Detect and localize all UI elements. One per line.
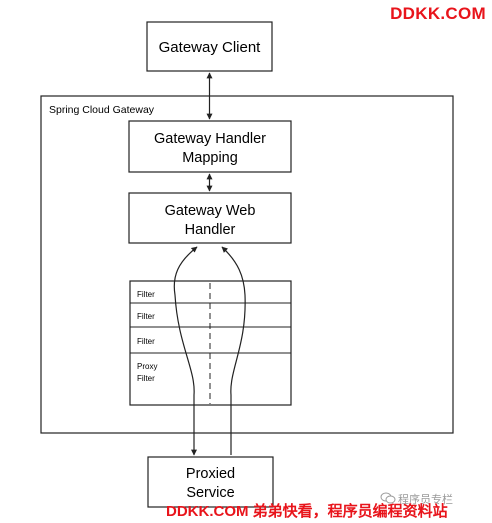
request-flow-path (173, 246, 198, 456)
web-handler-label-line1: Gateway Web (165, 203, 256, 219)
watermark-bottom: DDKK.COM 弟弟快看，程序员编程资料站 (166, 503, 448, 520)
spring-cloud-gateway-container: Spring Cloud Gateway (40, 95, 454, 434)
handler-mapping-label-line1: Gateway Handler (154, 131, 266, 147)
watermark-small: 程序员专栏 (398, 493, 453, 506)
gateway-container-title: Spring Cloud Gateway (49, 104, 155, 116)
proxied-service-label-line2: Service (186, 485, 234, 501)
response-flow-path (221, 246, 246, 455)
proxied-service-label-line1: Proxied (186, 466, 235, 482)
proxy-filter-label-line2: Filter (137, 374, 155, 383)
gateway-web-handler-node: Gateway Web Handler (128, 192, 292, 244)
handler-mapping-label-line2: Mapping (182, 150, 238, 166)
proxy-filter-label-line1: Proxy (137, 362, 157, 371)
proxied-service-node: Proxied Service (147, 456, 274, 508)
web-handler-label-line2: Handler (185, 222, 236, 238)
watermark-top: DDKK.COM (390, 4, 486, 23)
gateway-client-label: Gateway Client (159, 39, 262, 56)
gateway-client-node: Gateway Client (146, 21, 273, 72)
filter-chain: Filter Filter Filter Proxy Filter (129, 280, 292, 406)
filter-label-1: Filter (137, 290, 155, 299)
filter-label-3: Filter (137, 337, 155, 346)
filter-label-2: Filter (137, 312, 155, 321)
chat-bubble-icon (380, 492, 396, 504)
gateway-handler-mapping-node: Gateway Handler Mapping (128, 120, 292, 173)
